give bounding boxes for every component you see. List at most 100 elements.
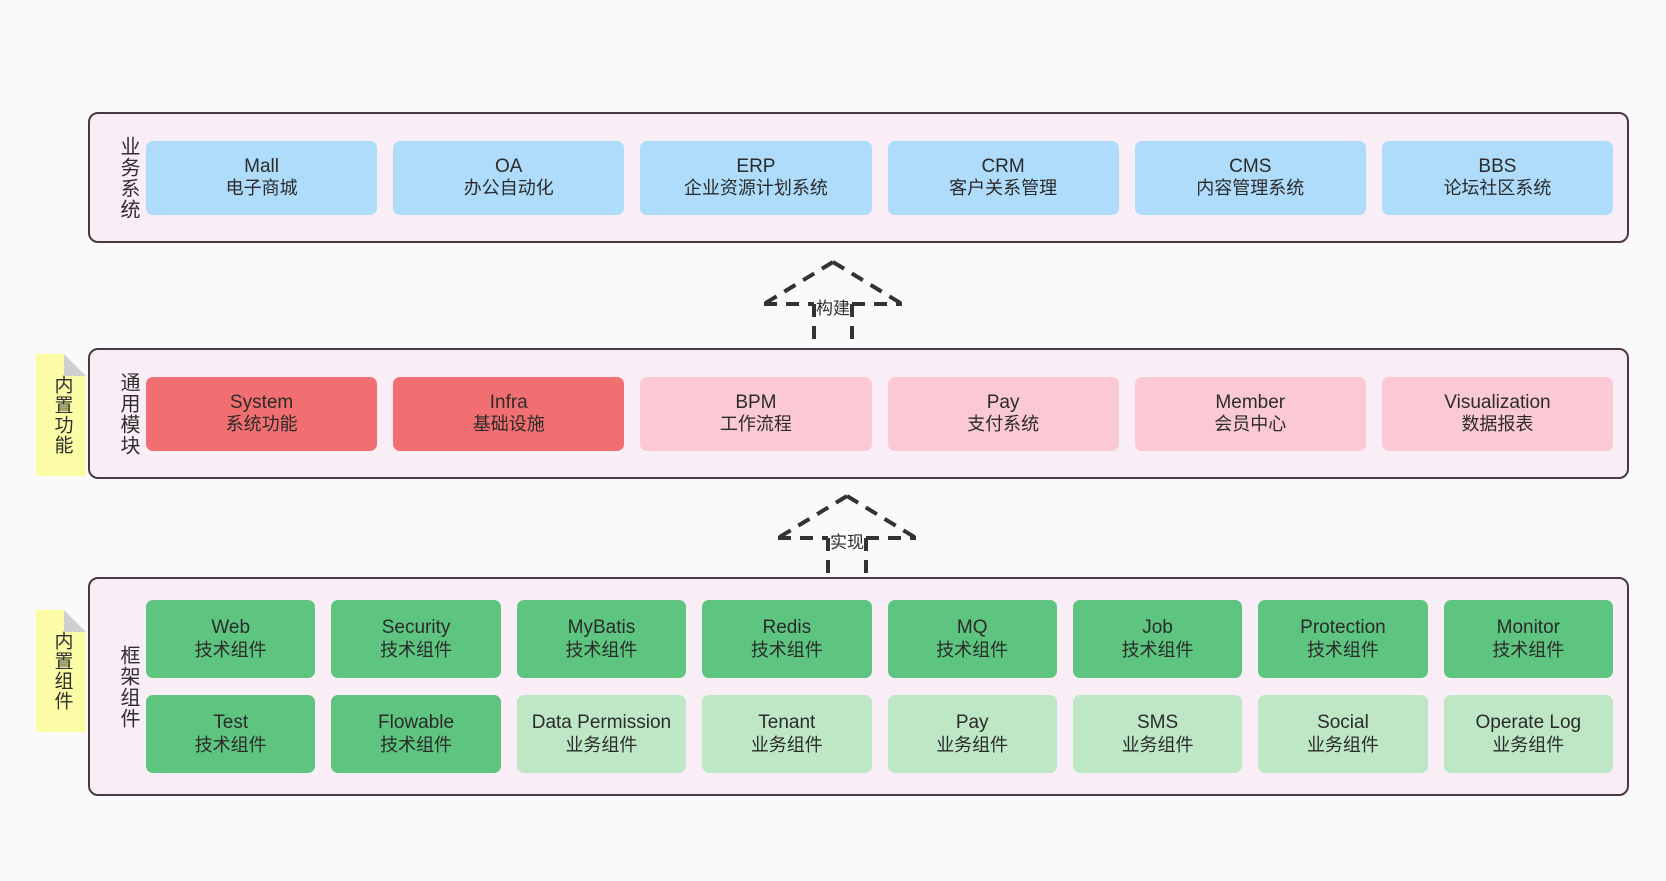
- card-erp[interactable]: ERP 企业资源计划系统: [640, 140, 872, 215]
- card-title: Visualization: [1444, 391, 1551, 413]
- connector-implement: 实现: [772, 492, 922, 576]
- card-system[interactable]: System 系统功能: [146, 376, 378, 451]
- layer-body-business-systems: Mall 电子商城 OA 办公自动化 ERP 企业资源计划系统 CRM 客户关系…: [138, 140, 1627, 215]
- card-title: MyBatis: [567, 617, 636, 639]
- card-title: Redis: [762, 617, 812, 639]
- card-subtitle: 业务组件: [936, 734, 1009, 755]
- card-title: Tenant: [758, 712, 816, 734]
- card-title: Test: [213, 712, 249, 734]
- layer-framework-components: 框架组件 Web 技术组件 Security 技术组件 MyBatis 技术组件…: [88, 577, 1629, 796]
- card-title: System: [229, 391, 294, 413]
- card-row: System 系统功能 Infra 基础设施 BPM 工作流程 Pay 支付系统…: [146, 376, 1614, 451]
- card-security[interactable]: Security 技术组件: [331, 600, 501, 678]
- layer-common-modules: 通用模块 System 系统功能 Infra 基础设施 BPM 工作流程 Pay…: [88, 348, 1629, 479]
- card-oa[interactable]: OA 办公自动化: [393, 140, 625, 215]
- card-crm[interactable]: CRM 客户关系管理: [887, 140, 1119, 215]
- note-builtin-component: 内置组件: [36, 610, 86, 732]
- card-subtitle: 技术组件: [380, 639, 453, 660]
- card-subtitle: 技术组件: [194, 639, 267, 660]
- card-pay-component[interactable]: Pay 业务组件: [887, 695, 1057, 773]
- card-subtitle: 技术组件: [1306, 639, 1379, 660]
- note-builtin-function: 内置功能: [36, 354, 86, 476]
- card-title: Pay: [955, 712, 989, 734]
- card-subtitle: 技术组件: [936, 639, 1009, 660]
- card-tenant[interactable]: Tenant 业务组件: [702, 695, 872, 773]
- layer-label-common-modules: 通用模块: [117, 371, 139, 456]
- card-title: Data Permission: [531, 712, 672, 734]
- card-job[interactable]: Job 技术组件: [1072, 600, 1243, 678]
- layer-body-framework-components: Web 技术组件 Security 技术组件 MyBatis 技术组件 Redi…: [138, 600, 1627, 773]
- card-mq[interactable]: MQ 技术组件: [887, 600, 1057, 678]
- card-title: Mall: [244, 155, 279, 177]
- card-data-permission[interactable]: Data Permission 业务组件: [516, 695, 687, 773]
- card-subtitle: 办公自动化: [463, 178, 554, 199]
- card-operate-log[interactable]: Operate Log 业务组件: [1443, 695, 1613, 773]
- card-title: Operate Log: [1475, 712, 1582, 734]
- card-title: MQ: [956, 617, 988, 639]
- card-subtitle: 技术组件: [750, 639, 823, 660]
- card-title: Web: [211, 617, 251, 639]
- connector-build: 构建: [758, 258, 908, 342]
- card-flowable[interactable]: Flowable 技术组件: [331, 695, 501, 773]
- card-cms[interactable]: CMS 内容管理系统: [1134, 140, 1366, 215]
- note-text: 内置组件: [51, 631, 73, 711]
- connector-build-label: 构建: [816, 299, 850, 318]
- card-sms[interactable]: SMS 业务组件: [1072, 695, 1243, 773]
- card-title: Job: [1142, 617, 1173, 639]
- card-subtitle: 技术组件: [1492, 639, 1565, 660]
- card-infra[interactable]: Infra 基础设施: [393, 376, 625, 451]
- card-title: ERP: [736, 155, 776, 177]
- card-protection[interactable]: Protection 技术组件: [1258, 600, 1428, 678]
- layer-label-business-systems: 业务系统: [117, 135, 139, 220]
- card-mall[interactable]: Mall 电子商城: [146, 140, 378, 215]
- note-text: 内置功能: [51, 375, 73, 455]
- card-bbs[interactable]: BBS 论坛社区系统: [1381, 140, 1614, 215]
- card-subtitle: 业务组件: [1492, 734, 1565, 755]
- card-title: OA: [495, 155, 523, 177]
- card-subtitle: 技术组件: [380, 734, 453, 755]
- card-title: CRM: [981, 155, 1025, 177]
- card-subtitle: 工作流程: [719, 414, 792, 435]
- card-subtitle: 系统功能: [225, 414, 298, 435]
- card-subtitle: 会员中心: [1214, 414, 1287, 435]
- card-title: Pay: [986, 391, 1020, 413]
- card-subtitle: 基础设施: [472, 414, 545, 435]
- card-mybatis[interactable]: MyBatis 技术组件: [516, 600, 687, 678]
- card-subtitle: 业务组件: [1121, 734, 1194, 755]
- card-subtitle: 技术组件: [194, 734, 267, 755]
- card-member[interactable]: Member 会员中心: [1134, 376, 1366, 451]
- card-subtitle: 客户关系管理: [949, 178, 1058, 199]
- layer-body-common-modules: System 系统功能 Infra 基础设施 BPM 工作流程 Pay 支付系统…: [138, 376, 1627, 451]
- card-visualization[interactable]: Visualization 数据报表: [1381, 376, 1614, 451]
- layer-label-framework-components: 框架组件: [117, 644, 139, 729]
- card-subtitle: 企业资源计划系统: [683, 178, 828, 199]
- card-row: Mall 电子商城 OA 办公自动化 ERP 企业资源计划系统 CRM 客户关系…: [146, 140, 1614, 215]
- card-title: Flowable: [378, 712, 455, 734]
- layer-business-systems: 业务系统 Mall 电子商城 OA 办公自动化 ERP 企业资源计划系统 CRM…: [88, 112, 1629, 243]
- card-title: BPM: [735, 391, 777, 413]
- card-bpm[interactable]: BPM 工作流程: [640, 376, 872, 451]
- card-row: Web 技术组件 Security 技术组件 MyBatis 技术组件 Redi…: [146, 600, 1613, 678]
- card-title: CMS: [1229, 155, 1272, 177]
- card-social[interactable]: Social 业务组件: [1258, 695, 1428, 773]
- card-redis[interactable]: Redis 技术组件: [702, 600, 872, 678]
- card-row: Test 技术组件 Flowable 技术组件 Data Permission …: [146, 695, 1613, 773]
- card-title: SMS: [1136, 712, 1179, 734]
- card-subtitle: 技术组件: [1121, 639, 1194, 660]
- card-title: Protection: [1300, 617, 1386, 639]
- card-pay-module[interactable]: Pay 支付系统: [887, 376, 1119, 451]
- card-web[interactable]: Web 技术组件: [146, 600, 316, 678]
- card-subtitle: 业务组件: [565, 734, 638, 755]
- card-subtitle: 业务组件: [1306, 734, 1379, 755]
- card-subtitle: 电子商城: [225, 178, 298, 199]
- card-title: Monitor: [1496, 617, 1560, 639]
- card-title: BBS: [1478, 155, 1517, 177]
- card-subtitle: 支付系统: [967, 414, 1040, 435]
- card-test[interactable]: Test 技术组件: [146, 695, 316, 773]
- connector-implement-label: 实现: [830, 533, 864, 552]
- card-subtitle: 论坛社区系统: [1443, 178, 1552, 199]
- card-title: Security: [381, 617, 451, 639]
- card-monitor[interactable]: Monitor 技术组件: [1443, 600, 1613, 678]
- card-title: Social: [1317, 712, 1369, 734]
